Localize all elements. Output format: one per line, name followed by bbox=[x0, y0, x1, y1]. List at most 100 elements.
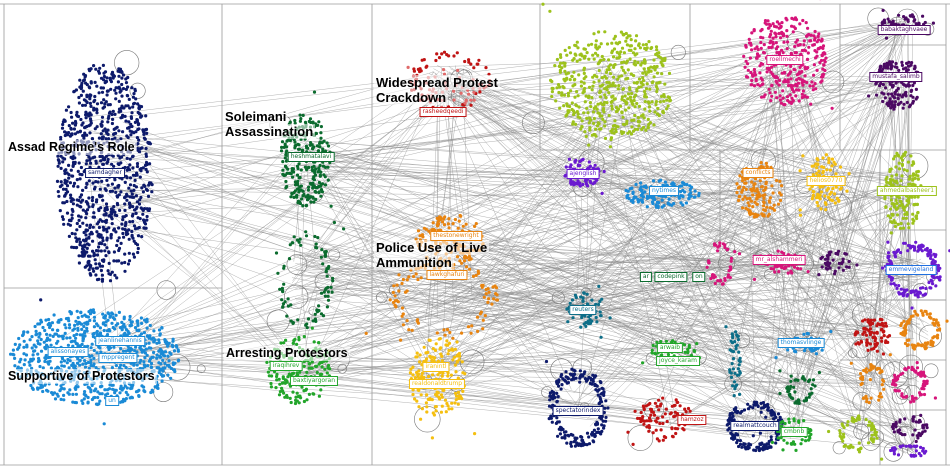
network-node bbox=[644, 87, 649, 91]
network-node bbox=[804, 49, 808, 53]
network-node bbox=[440, 52, 444, 56]
network-node bbox=[312, 185, 316, 189]
network-node bbox=[416, 321, 420, 325]
network-node bbox=[97, 245, 101, 249]
network-node bbox=[79, 310, 83, 314]
network-node bbox=[582, 55, 587, 59]
network-node bbox=[805, 95, 810, 99]
network-node bbox=[142, 385, 146, 389]
network-node bbox=[283, 156, 287, 160]
network-node bbox=[626, 68, 630, 72]
network-node bbox=[660, 94, 664, 98]
network-edge bbox=[442, 242, 872, 338]
network-node bbox=[94, 266, 98, 270]
network-node bbox=[918, 286, 923, 290]
network-node bbox=[100, 264, 105, 268]
network-node bbox=[391, 300, 396, 305]
network-node bbox=[563, 69, 567, 73]
network-node bbox=[292, 138, 296, 142]
network-node bbox=[820, 165, 824, 169]
network-edge bbox=[455, 96, 765, 414]
network-node bbox=[783, 265, 787, 269]
network-node bbox=[418, 67, 422, 71]
network-node bbox=[129, 189, 133, 193]
network-node bbox=[130, 192, 134, 196]
network-node bbox=[78, 224, 82, 229]
network-node bbox=[281, 302, 286, 306]
network-node bbox=[746, 62, 750, 66]
network-edge bbox=[451, 239, 679, 411]
network-node bbox=[307, 185, 311, 189]
network-node bbox=[495, 293, 499, 297]
network-edge bbox=[578, 25, 914, 176]
network-node bbox=[568, 78, 572, 82]
network-node bbox=[597, 122, 601, 126]
network-node bbox=[53, 397, 58, 401]
network-node bbox=[120, 115, 124, 119]
network-node bbox=[78, 240, 82, 244]
network-node bbox=[89, 388, 93, 392]
network-edge bbox=[299, 273, 678, 354]
network-node bbox=[55, 179, 60, 183]
network-node bbox=[291, 175, 295, 179]
network-node bbox=[746, 68, 750, 72]
network-node bbox=[294, 180, 298, 184]
network-node bbox=[777, 50, 782, 55]
network-edge bbox=[787, 67, 926, 330]
network-node bbox=[893, 100, 898, 104]
network-node bbox=[662, 94, 666, 99]
network-node bbox=[821, 67, 825, 71]
network-node bbox=[128, 205, 132, 209]
network-node bbox=[280, 298, 284, 302]
network-node bbox=[566, 94, 571, 98]
network-node bbox=[681, 188, 685, 192]
network-node bbox=[894, 81, 898, 85]
network-edge bbox=[461, 307, 768, 426]
network-node bbox=[792, 90, 796, 94]
network-node bbox=[92, 348, 96, 353]
network-node bbox=[599, 314, 603, 318]
network-node bbox=[288, 139, 292, 143]
network-node bbox=[688, 184, 692, 188]
network-node bbox=[600, 76, 604, 80]
network-node bbox=[69, 132, 73, 136]
network-node bbox=[68, 336, 72, 340]
network-node bbox=[634, 34, 639, 38]
network-node bbox=[911, 172, 916, 176]
network-node bbox=[742, 54, 746, 59]
network-node bbox=[111, 76, 115, 80]
network-node bbox=[604, 96, 608, 100]
network-node bbox=[781, 89, 785, 93]
network-node bbox=[747, 37, 751, 42]
network-node bbox=[644, 72, 648, 76]
network-node bbox=[802, 79, 806, 83]
network-node bbox=[882, 92, 886, 96]
network-node bbox=[921, 244, 925, 248]
network-node bbox=[463, 254, 467, 258]
network-node bbox=[114, 86, 118, 90]
network-node bbox=[792, 265, 797, 269]
network-node bbox=[98, 392, 102, 396]
network-node bbox=[21, 332, 25, 337]
network-node bbox=[624, 102, 628, 106]
network-node bbox=[916, 293, 920, 297]
network-edge bbox=[770, 202, 800, 384]
network-edge bbox=[314, 356, 866, 377]
network-node bbox=[633, 105, 637, 109]
network-node bbox=[61, 337, 65, 341]
network-node bbox=[401, 323, 405, 327]
network-node bbox=[293, 118, 297, 123]
network-edge bbox=[431, 86, 580, 171]
network-node bbox=[611, 84, 615, 88]
network-edge bbox=[643, 191, 776, 264]
network-node bbox=[412, 69, 416, 73]
network-edge bbox=[754, 188, 785, 267]
network-node bbox=[820, 37, 824, 41]
network-node bbox=[99, 249, 103, 253]
network-node bbox=[895, 201, 899, 205]
network-edge bbox=[299, 287, 806, 343]
network-node bbox=[469, 98, 473, 102]
network-node bbox=[899, 251, 903, 255]
network-node bbox=[889, 106, 893, 110]
network-node bbox=[317, 304, 321, 308]
